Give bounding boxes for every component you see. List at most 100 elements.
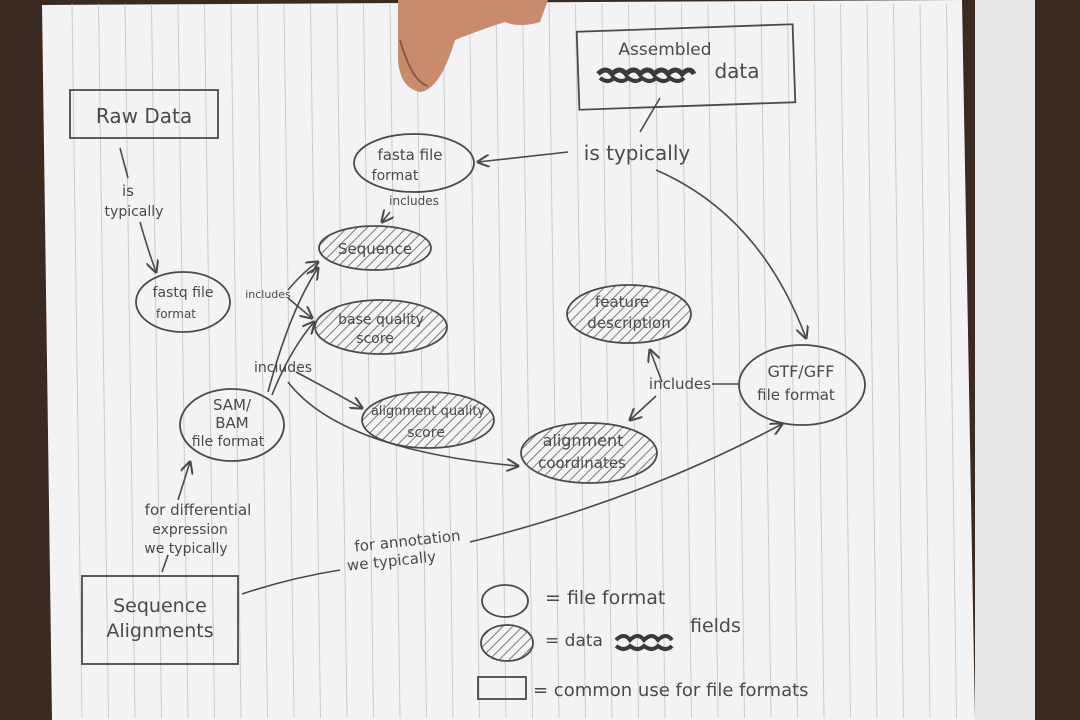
raw-data-box: Raw Data: [69, 89, 219, 139]
fasta-file-format-node: fasta file format: [353, 133, 475, 193]
legend-data-fields-prefix: = data: [545, 631, 603, 651]
arrows: [119, 97, 806, 595]
arrow-includes-to-feature: [650, 350, 663, 383]
rule-line: [840, 3, 851, 719]
base-quality-label-line2: score: [356, 331, 394, 347]
arrow-annotation-to-gtf: [469, 424, 782, 543]
legend-common-use-label: = common use for file formats: [533, 680, 809, 701]
fasta-label-line1: fasta file: [378, 146, 443, 164]
sam-bam-file-format-node: SAM/ BAM file format: [179, 388, 285, 462]
feature-description-label-line2: description: [587, 314, 670, 332]
rule-line: [98, 3, 109, 719]
includes-label-sam: includes: [254, 360, 312, 376]
arrow-raw-to-is: [119, 147, 129, 179]
arrow-raw-to-fastq: [139, 221, 156, 272]
includes-label-fastq: includes: [245, 288, 291, 301]
rule-line: [628, 3, 639, 719]
sequence-alignments-box: Sequence Alignments: [81, 575, 239, 665]
rule-line: [601, 3, 613, 719]
rule-line: [893, 3, 904, 719]
rule-line: [151, 3, 162, 719]
fasta-label-line2: format: [372, 168, 419, 184]
rule-line: [389, 3, 401, 719]
sequence-label: Sequence: [113, 595, 207, 617]
includes-label-gtf: includes: [649, 375, 711, 393]
fastq-label-line2: format: [156, 307, 196, 321]
differential-label-line3: we typically: [144, 541, 227, 557]
arrow-fasta-to-sequence: [382, 212, 390, 222]
gtf-label-line1: GTF/GFF: [768, 362, 835, 381]
rule-line: [124, 3, 136, 719]
rule-line: [548, 3, 560, 719]
rule-line: [707, 3, 719, 719]
fastq-file-format-node: fastq file format: [135, 271, 231, 333]
rule-line: [71, 3, 83, 719]
rule-line: [204, 3, 215, 719]
rule-line: [760, 3, 772, 719]
rule-line: [442, 3, 454, 719]
alignment-quality-label-line2: score: [407, 425, 445, 441]
alignment-coordinates-label-line1: alignment: [543, 431, 624, 450]
rule-line: [919, 3, 931, 719]
legend-scribble: [614, 634, 674, 651]
arrow-assembled-to-label: [639, 97, 661, 133]
rule-line: [336, 3, 348, 719]
arrow-alignments-to-annotation: [241, 569, 341, 595]
rule-line: [734, 3, 745, 719]
base-quality-label-line1: base quality: [338, 312, 424, 328]
rule-line: [866, 3, 878, 719]
rule-line: [787, 3, 798, 719]
rule-line: [495, 3, 507, 719]
fastq-label-line1: fastq file: [153, 285, 214, 301]
arrow-sam-to-coordinates: [287, 381, 518, 466]
arrow-to-fasta: [478, 151, 569, 162]
legend-file-format-label: = file format: [545, 587, 665, 609]
rule-line: [310, 3, 321, 719]
arrow-sam-to-base-quality: [271, 322, 314, 396]
alignment-quality-label-line1: alignment quality: [371, 404, 486, 419]
rule-line: [813, 3, 825, 719]
sam-label-line1: SAM/: [213, 396, 252, 414]
sam-label-line3: file format: [192, 434, 265, 450]
scribbled-out-word: [596, 67, 697, 83]
legend-data-fields: = data fields: [480, 615, 741, 662]
arrow-fastq-to-base-quality: [287, 297, 312, 318]
assembled-label: Assembled: [618, 40, 711, 60]
legend-data-fields-suffix: fields: [690, 615, 741, 637]
data-label: data: [714, 59, 759, 83]
rule-line: [522, 3, 533, 719]
arrow-alignments-to-label: [161, 554, 169, 573]
alignment-quality-score-node: alignment quality score: [361, 391, 495, 449]
alignment-coordinates-label-line2: coordinates: [538, 454, 626, 472]
rule-line: [363, 3, 374, 719]
typically-label-left: typically: [105, 204, 164, 220]
base-quality-score-node: base quality score: [314, 299, 448, 355]
sequence-field-label: Sequence: [338, 240, 412, 258]
legend-common-use: = common use for file formats: [477, 676, 809, 701]
gtf-label-line2: file format: [757, 386, 835, 404]
differential-label-line1: for differential: [145, 501, 252, 519]
alignment-coordinates-node: alignment coordinates: [520, 422, 658, 484]
ruled-lines: [71, 3, 957, 719]
arrow-to-gtf: [655, 169, 806, 338]
sam-label-line2: BAM: [215, 414, 249, 432]
includes-label-fasta: includes: [389, 194, 439, 208]
feature-description-node: feature description: [566, 284, 692, 344]
paper-edge: [975, 0, 1035, 720]
rule-line: [230, 3, 242, 719]
arrow-sam-to-alignment-quality: [295, 371, 362, 408]
rule-line: [469, 3, 480, 719]
is-label-left: is: [122, 182, 134, 200]
rule-line: [257, 3, 268, 719]
alignments-label: Alignments: [106, 620, 213, 642]
arrow-fastq-to-sequence: [287, 262, 318, 291]
thumb: [398, 0, 548, 92]
legend: = file format = data fields = common use…: [477, 584, 809, 701]
rule-line: [416, 3, 427, 719]
arrow-sam-to-sequence: [267, 268, 318, 393]
assembled-data-box: Assembled data: [575, 23, 797, 111]
feature-description-label-line1: feature: [595, 293, 649, 311]
arrow-label-to-sam: [177, 462, 190, 501]
rule-line: [946, 3, 957, 719]
